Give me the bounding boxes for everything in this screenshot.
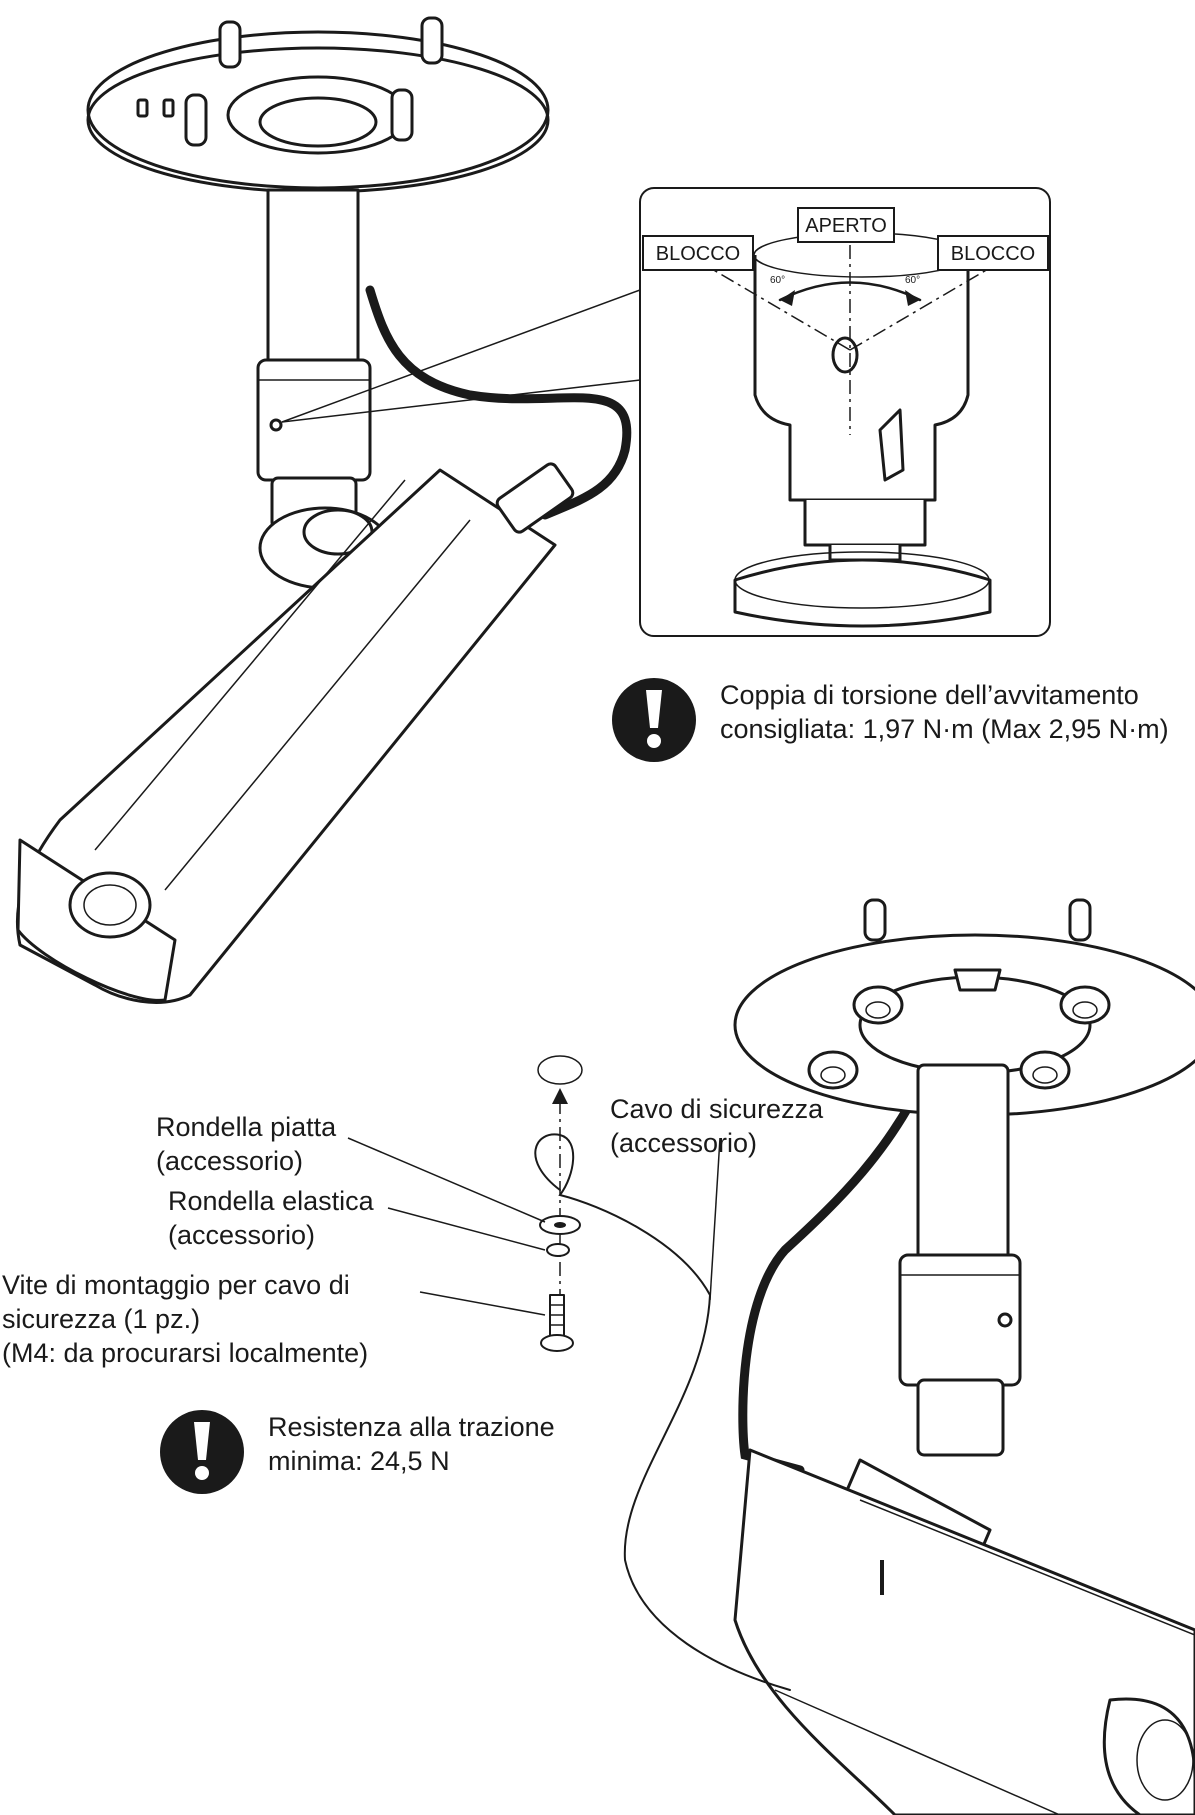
svg-text:(accessorio): (accessorio): [156, 1146, 303, 1176]
tension-note: Resistenza alla trazione minima: 24,5 N: [160, 1410, 555, 1494]
safety-wire-label: Cavo di sicurezza (accessorio): [610, 1094, 824, 1158]
torque-line1: Coppia di torsione dell’avvitamento: [720, 680, 1139, 710]
spring-washer-label: Rondella elastica (accessorio): [168, 1186, 375, 1250]
lock-detail-inset: BLOCCO APERTO BLOCCO 60° 60°: [639, 187, 1051, 637]
safety-wire-hardware: [347, 1055, 791, 1691]
svg-text:Rondella piatta: Rondella piatta: [156, 1112, 337, 1142]
mount-screw-label: Vite di montaggio per cavo di sicurezza …: [2, 1270, 368, 1368]
angle-right-label: 60°: [905, 275, 920, 286]
lock-right-label: BLOCCO: [951, 243, 1035, 265]
torque-note: Coppia di torsione dell’avvitamento cons…: [612, 678, 1169, 762]
svg-text:Rondella elastica: Rondella elastica: [168, 1186, 375, 1216]
exclamation-caution-icon: [612, 678, 696, 762]
exclamation-caution-icon: [160, 1410, 244, 1494]
top-camera-assembly: [15, 16, 641, 1004]
tension-line1: Resistenza alla trazione: [268, 1412, 555, 1442]
svg-text:Vite di montaggio per cavo di: Vite di montaggio per cavo di: [2, 1270, 350, 1300]
torque-line2: consigliata: 1,97 N·m (Max 2,95 N·m): [720, 714, 1169, 744]
lock-left-label: BLOCCO: [656, 243, 740, 265]
svg-text:(accessorio): (accessorio): [168, 1220, 315, 1250]
flat-washer-label: Rondella piatta (accessorio): [156, 1112, 337, 1176]
svg-text:sicurezza (1 pz.): sicurezza (1 pz.): [2, 1304, 200, 1334]
bottom-camera-assembly: [733, 898, 1195, 1815]
open-label: APERTO: [805, 215, 887, 237]
tension-line2: minima: 24,5 N: [268, 1446, 450, 1476]
svg-text:(M4: da procurarsi localmente): (M4: da procurarsi localmente): [2, 1338, 368, 1368]
angle-left-label: 60°: [770, 275, 785, 286]
svg-text:(accessorio): (accessorio): [610, 1128, 757, 1158]
svg-text:Cavo di sicurezza: Cavo di sicurezza: [610, 1094, 824, 1124]
